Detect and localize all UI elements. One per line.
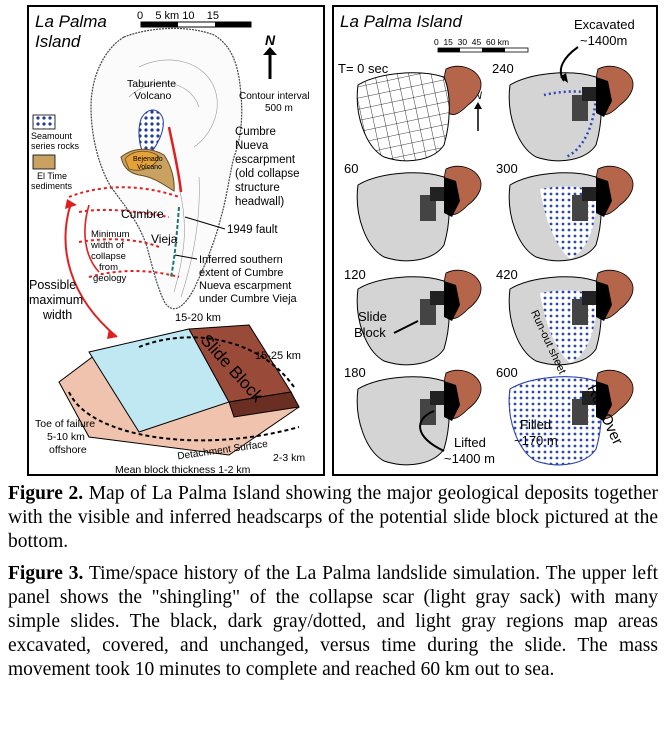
sim-frame-0: [356, 65, 482, 162]
fig2-title-line2: Island: [35, 32, 81, 51]
slide-block: [572, 95, 588, 121]
possible-width-arrow: [64, 202, 118, 338]
figure-3-caption: Figure 3. Time/space history of the La P…: [8, 562, 658, 682]
slide-region: [356, 376, 450, 466]
excavated-area: [596, 77, 612, 117]
time-label-60: 60: [344, 161, 358, 176]
figure-2-caption-text: Map of La Palma Island showing the major…: [8, 483, 658, 552]
thickness-label: Mean block thickness 1-2 km: [115, 464, 251, 474]
vieja-label: Vieja: [151, 232, 178, 246]
fig3-north-label: N: [474, 90, 482, 102]
sim-frame-6: [356, 369, 482, 466]
fig2-scale-label: 0 5 km 10 15: [137, 10, 219, 22]
slide-block-top: [430, 391, 444, 405]
fault-1949-line: [170, 206, 180, 278]
filled-label: Filled~170 m: [514, 417, 558, 448]
slide-block: [420, 299, 436, 325]
figure-3-caption-label: Figure 3.: [8, 563, 84, 584]
slide-region: [356, 172, 450, 262]
seamount-area: [138, 109, 164, 158]
time-label-240: 240: [492, 61, 514, 76]
figure-3-caption-text: Time/space history of the La Palma lands…: [8, 563, 658, 680]
slide-block: [572, 299, 588, 325]
slide-block-top: [430, 187, 444, 201]
sim-frame-4: [356, 269, 482, 366]
excavated-label: Excavated~1400m: [574, 17, 635, 48]
time-label-600: 600: [496, 365, 518, 380]
figure-2-caption: Figure 2. Map of La Palma Island showing…: [8, 482, 658, 554]
sim-frame-1: [508, 65, 634, 162]
excavated-area: [596, 281, 612, 321]
fig2-title-line1: La Palma: [35, 12, 107, 31]
slide-block: [420, 195, 436, 221]
slide-block: [572, 195, 588, 221]
excavated-area: [596, 177, 612, 217]
legend-eltime-swatch: [32, 154, 56, 170]
bejenado-volcano: [124, 150, 160, 171]
covered-edge: [543, 90, 598, 159]
fault-label: 1949 fault: [227, 224, 278, 236]
cumbre-nueva-label: Cumbre Nueva escarpment (old collapse st…: [235, 126, 303, 208]
time-label-120: 120: [344, 267, 366, 282]
slide-block-top: [430, 291, 444, 305]
km-15-20-label: 15-20 km: [175, 312, 221, 324]
excavated-area: [444, 177, 460, 217]
excavated-area: [444, 381, 460, 421]
slide-block-top: [582, 291, 596, 305]
legend-seamount-swatch: [32, 114, 56, 130]
excavated-area: [444, 281, 460, 321]
sim-frame-2: [356, 165, 482, 262]
figure-2-map: La Palma Island 0 5 km 10 15 N Contour i…: [29, 10, 310, 476]
figure-2-caption-label: Figure 2.: [8, 483, 84, 504]
covered-area: [508, 376, 602, 466]
cumbre-label: Cumbre: [121, 207, 164, 221]
time-label-420: 420: [496, 267, 518, 282]
sim-frame-5: [508, 269, 634, 366]
km-2-3-label: 2-3 km: [273, 452, 305, 464]
figure-3-panel: La Palma Island 0 15 30 45 60 km N T= 0 …: [332, 5, 658, 476]
slide-region: [356, 276, 450, 366]
slide-region: [356, 72, 450, 162]
figure-2-panel: La Palma Island 0 5 km 10 15 N Contour i…: [27, 5, 325, 476]
slide-block-top: [582, 87, 596, 101]
figure-3-simulation: La Palma Island 0 15 30 45 60 km N T= 0 …: [338, 12, 635, 466]
excavated-area: [596, 381, 612, 421]
cumbre-nueva-escarpment: [167, 126, 183, 193]
lifted-label: Lifted~1400 m: [444, 435, 495, 466]
sim-frame-7: [508, 369, 634, 466]
slide-block-top: [582, 187, 596, 201]
slide-block-diagram: [58, 324, 300, 456]
fig2-north-label: N: [265, 32, 276, 48]
time-label-300: 300: [496, 161, 518, 176]
fig3-scale-label: 0 15 30 45 60 km: [434, 37, 509, 47]
time-label-180: 180: [344, 365, 366, 380]
slide-block-top: [582, 391, 596, 405]
sim-frame-3: [508, 165, 634, 262]
time-label-0: T= 0 sec: [338, 61, 389, 76]
fig3-title: La Palma Island: [340, 12, 462, 31]
km-15-25-label: 15-25 km: [255, 350, 301, 362]
slide-region: [508, 72, 602, 162]
slide-block: [572, 399, 588, 425]
